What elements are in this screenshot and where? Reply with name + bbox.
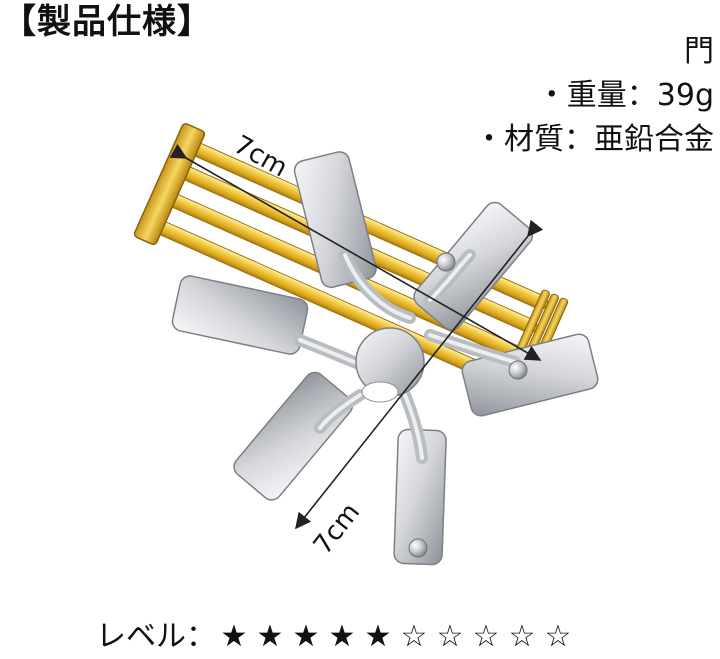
star-empty-icon: ☆ (400, 619, 428, 654)
star-filled-icon: ★ (256, 619, 284, 654)
star-filled-icon: ★ (220, 619, 248, 654)
star-empty-icon: ☆ (508, 619, 536, 654)
star-empty-icon: ☆ (544, 619, 572, 654)
level-stars: ★★★★★☆☆☆☆☆ (216, 619, 576, 654)
star-empty-icon: ☆ (472, 619, 500, 654)
weight-spec: ・重量：39g (536, 78, 714, 113)
star-empty-icon: ☆ (436, 619, 464, 654)
level-label: レベル： (96, 619, 216, 654)
star-filled-icon: ★ (364, 619, 392, 654)
silver-knob (408, 538, 428, 558)
star-filled-icon: ★ (292, 619, 320, 654)
star-filled-icon: ★ (328, 619, 356, 654)
section-heading: 【製品仕様】 (2, 2, 212, 42)
width-label: 7cm (308, 498, 366, 561)
silver-knob (436, 252, 456, 272)
product-name: 門 (684, 34, 714, 69)
difficulty-level: レベル：★★★★★☆☆☆☆☆ (96, 617, 576, 657)
silver-blade (233, 371, 354, 501)
width-dimension-arrow (295, 219, 544, 530)
silver-knob (508, 360, 528, 380)
